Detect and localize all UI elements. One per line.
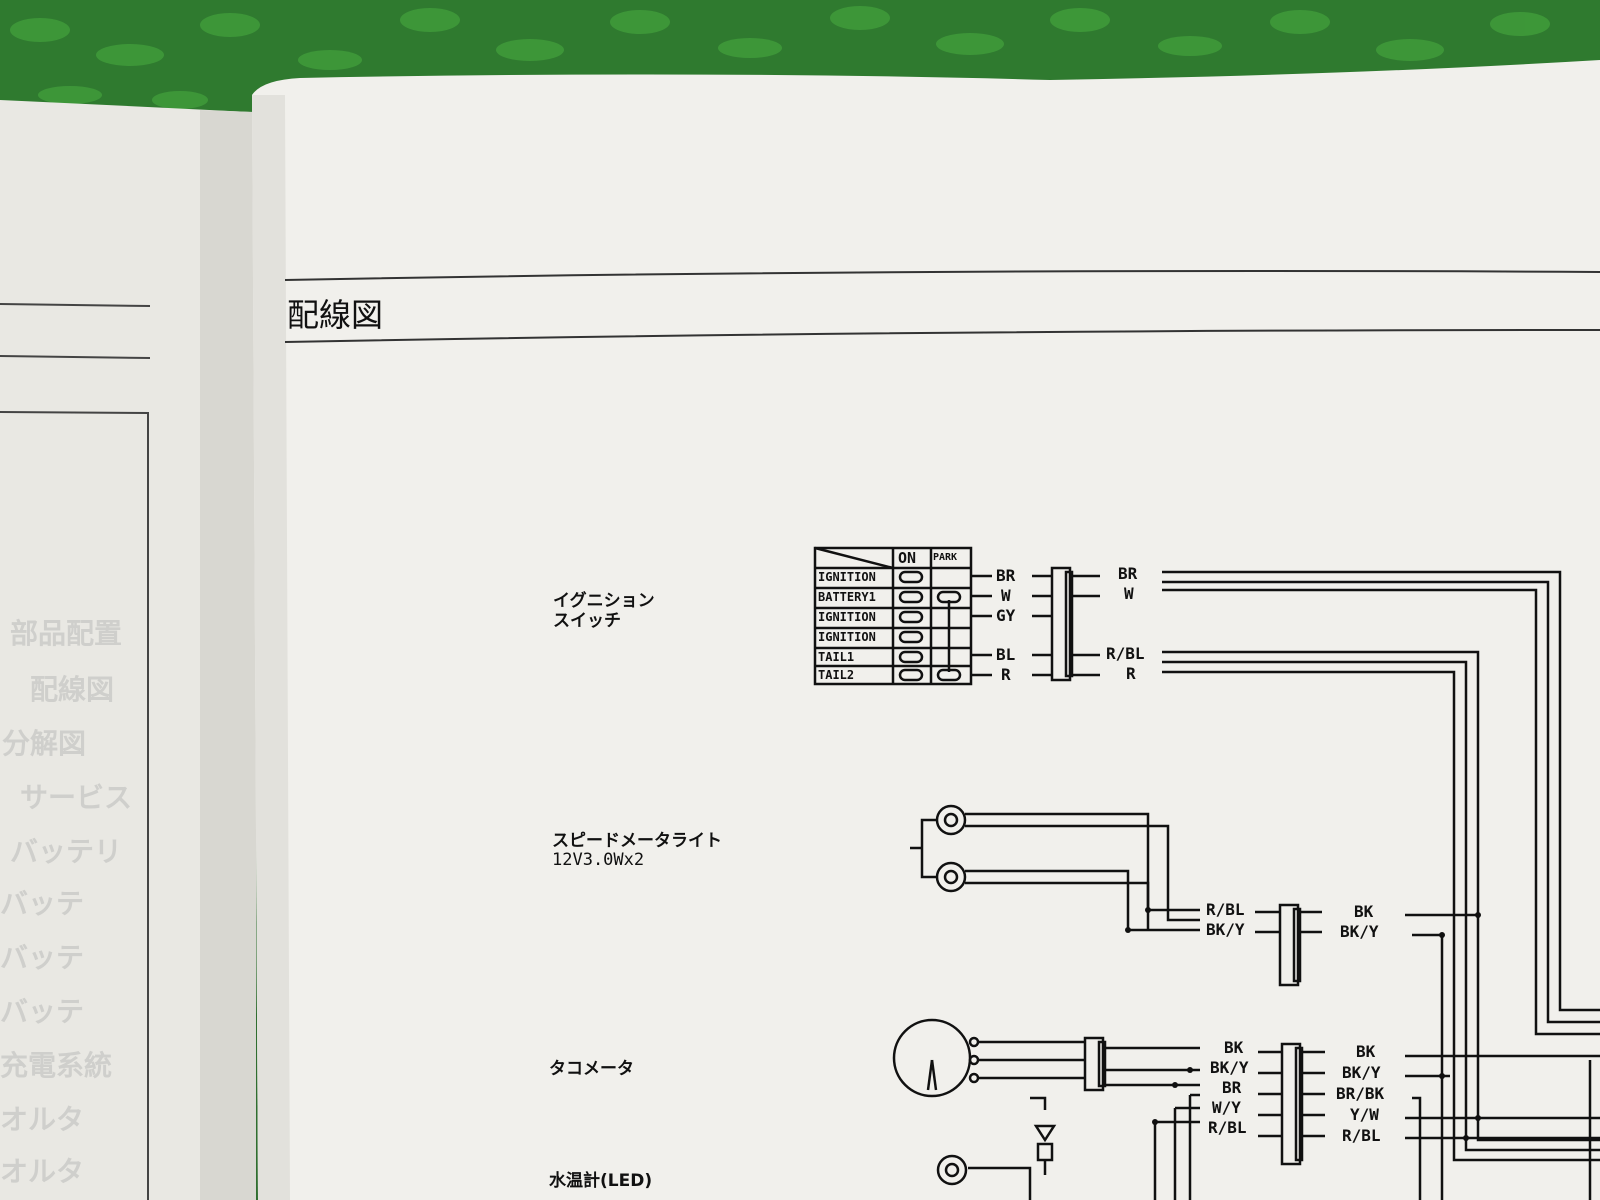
toc-item: 充電系統: [0, 1049, 113, 1082]
wire-label: BK/Y: [1342, 1063, 1381, 1082]
wire-label: BK/Y: [1206, 920, 1245, 939]
toc-item: サービス: [20, 781, 133, 814]
wire-label: R/BL: [1208, 1118, 1247, 1137]
wire-label: W/Y: [1212, 1098, 1241, 1117]
switch-row: BATTERY1: [818, 590, 876, 604]
wire-label: BK/Y: [1210, 1058, 1249, 1077]
toc-item: バッテリ: [10, 835, 123, 868]
switch-col-on: ON: [898, 549, 917, 567]
wire-label: BK: [1224, 1038, 1244, 1057]
switch-col-park: PARK: [933, 552, 958, 563]
wire-label: W: [1001, 586, 1011, 605]
wire-label: R/BL: [1342, 1126, 1381, 1145]
toc-item: バッテ: [0, 995, 85, 1028]
toc-item: オルタ: [0, 1103, 85, 1136]
wire-label: R/BL: [1106, 644, 1145, 663]
wire-label: R/BL: [1206, 900, 1245, 919]
speedometer-light-label: スピードメータライト: [552, 831, 722, 851]
toc-item: バッテ: [0, 887, 85, 920]
wire-label: BL: [996, 645, 1016, 664]
toc-item: 部品配置: [10, 617, 123, 650]
tachometer-label: タコメータ: [549, 1059, 634, 1079]
wire-label: GY: [996, 606, 1016, 625]
switch-row: IGNITION: [818, 610, 876, 624]
toc-item: オルタ: [0, 1155, 85, 1188]
ignition-switch-label: イグニション: [553, 591, 655, 611]
water-temp-label: 水温計(LED): [549, 1171, 653, 1191]
toc-item: 分解図: [2, 727, 87, 760]
page-title: 配線図: [287, 296, 384, 334]
switch-row: TAIL2: [818, 668, 855, 682]
wire-label: R: [1001, 665, 1011, 684]
wire-label: Y/W: [1350, 1105, 1379, 1124]
switch-row: IGNITION: [818, 570, 876, 584]
toc-item: 配線図: [30, 673, 115, 706]
ignition-switch-label-2: スイッチ: [553, 611, 621, 631]
wire-label: BR/BK: [1336, 1084, 1385, 1103]
wire-label: W: [1124, 584, 1134, 603]
wire-label: BR: [996, 566, 1016, 585]
wire-label: BR: [1222, 1078, 1242, 1097]
wire-label: BK: [1356, 1042, 1376, 1061]
wire-label: BK: [1354, 902, 1374, 921]
speedometer-light-spec: 12V3.0Wx2: [552, 850, 645, 870]
wire-label: BK/Y: [1340, 922, 1379, 941]
switch-row: TAIL1: [818, 650, 855, 664]
wire-label: BR: [1118, 564, 1138, 583]
switch-row: IGNITION: [818, 630, 876, 644]
wire-label: R: [1126, 664, 1136, 683]
toc-item: バッテ: [0, 941, 85, 974]
